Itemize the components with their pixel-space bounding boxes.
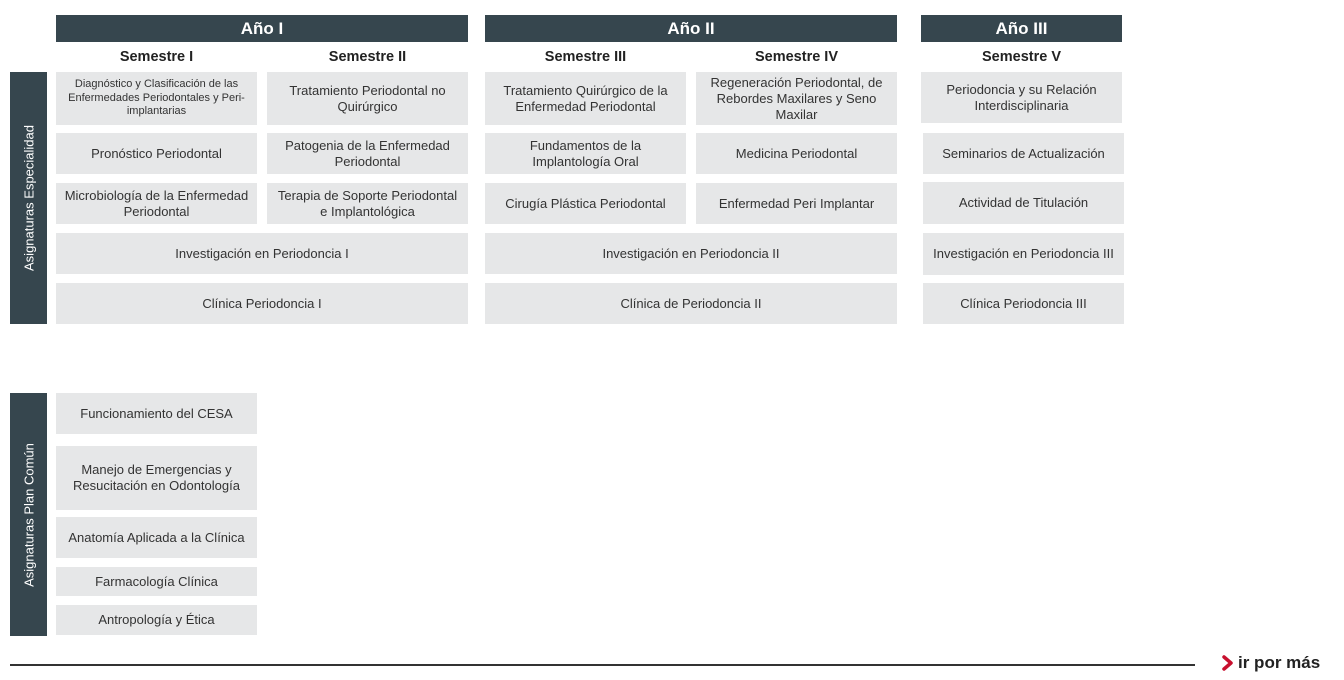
course-cell[interactable]: Clínica de Periodoncia II xyxy=(485,283,897,324)
course-cell[interactable]: Cirugía Plástica Periodontal xyxy=(485,183,686,224)
semester-header-1: Semestre I xyxy=(119,49,194,65)
course-cell[interactable]: Regeneración Periodontal, de Rebordes Ma… xyxy=(696,72,897,125)
course-cell[interactable]: Investigación en Periodoncia III xyxy=(923,233,1124,275)
more-link[interactable]: ir por más xyxy=(1222,653,1320,673)
common-course-cell[interactable]: Funcionamiento del CESA xyxy=(56,393,257,434)
course-cell[interactable]: Seminarios de Actualización xyxy=(923,133,1124,174)
bottom-divider xyxy=(10,664,1195,666)
course-cell[interactable]: Periodoncia y su Relación Interdisciplin… xyxy=(921,72,1122,123)
semester-header-3: Semestre III xyxy=(544,49,627,65)
course-cell[interactable]: Fundamentos de la Implantología Oral xyxy=(485,133,686,174)
common-course-cell[interactable]: Manejo de Emergencias y Resucitación en … xyxy=(56,446,257,510)
course-cell[interactable]: Actividad de Titulación xyxy=(923,182,1124,224)
year-header-3: Año III xyxy=(921,15,1122,42)
course-cell[interactable]: Investigación en Periodoncia II xyxy=(485,233,897,274)
course-cell[interactable]: Clínica Periodoncia III xyxy=(923,283,1124,324)
chevron-right-icon xyxy=(1222,655,1233,671)
sidebar-plan-comun: Asignaturas Plan Común xyxy=(10,393,47,636)
year-header-1: Año I xyxy=(56,15,468,42)
common-course-cell[interactable]: Farmacología Clínica xyxy=(56,567,257,596)
semester-header-2: Semestre II xyxy=(328,49,407,65)
common-course-cell[interactable]: Antropología y Ética xyxy=(56,605,257,635)
sidebar-especialidad-label: Asignaturas Especialidad xyxy=(21,125,36,271)
course-cell[interactable]: Enfermedad Peri Implantar xyxy=(696,183,897,224)
course-cell[interactable]: Tratamiento Quirúrgico de la Enfermedad … xyxy=(485,72,686,125)
course-cell[interactable]: Microbiología de la Enfermedad Periodont… xyxy=(56,183,257,224)
sidebar-especialidad: Asignaturas Especialidad xyxy=(10,72,47,324)
course-cell[interactable]: Patogenia de la Enfermedad Periodontal xyxy=(267,133,468,174)
course-cell[interactable]: Investigación en Periodoncia I xyxy=(56,233,468,274)
semester-header-4: Semestre IV xyxy=(754,49,839,65)
course-cell[interactable]: Terapia de Soporte Periodontal e Implant… xyxy=(267,183,468,224)
more-link-label: ir por más xyxy=(1238,653,1321,672)
course-cell[interactable]: Pronóstico Periodontal xyxy=(56,133,257,174)
course-cell[interactable]: Clínica Periodoncia I xyxy=(56,283,468,324)
semester-header-5: Semestre V xyxy=(982,49,1061,65)
course-cell[interactable]: Medicina Periodontal xyxy=(696,133,897,174)
course-cell[interactable]: Diagnóstico y Clasificación de las Enfer… xyxy=(56,72,257,125)
sidebar-plan-comun-label: Asignaturas Plan Común xyxy=(21,442,36,587)
course-cell[interactable]: Tratamiento Periodontal no Quirúrgico xyxy=(267,72,468,125)
year-header-2: Año II xyxy=(485,15,897,42)
common-course-cell[interactable]: Anatomía Aplicada a la Clínica xyxy=(56,517,257,558)
